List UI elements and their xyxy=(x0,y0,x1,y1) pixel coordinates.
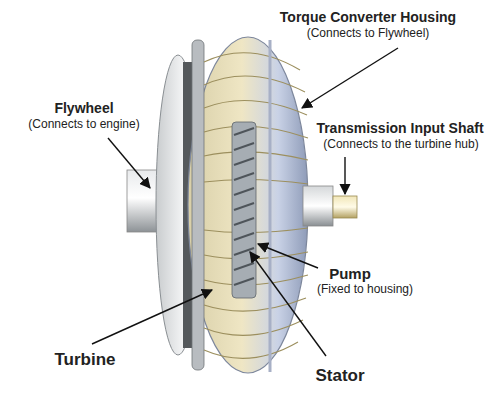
part-label: Pump xyxy=(290,265,410,282)
part-note: (Fixed to housing) xyxy=(300,283,430,297)
part-label: Stator xyxy=(285,366,395,386)
stator-body xyxy=(232,122,256,298)
housing-flange xyxy=(192,40,204,370)
stator-fins xyxy=(234,128,254,285)
part-label: Flywheel xyxy=(24,100,144,116)
housing-shell xyxy=(188,37,308,373)
housing-seam xyxy=(269,40,272,372)
output-collar xyxy=(303,186,333,226)
input-shaft xyxy=(333,196,357,218)
part-label: Turbine xyxy=(30,350,140,370)
part-label: Torque Converter Housing xyxy=(258,9,478,25)
part-note: (Connects to Flywheel) xyxy=(258,27,478,41)
part-note: (Connects to the turbine hub) xyxy=(308,138,494,152)
part-label: Transmission Input Shaft xyxy=(308,120,492,136)
part-note: (Connects to engine) xyxy=(14,118,154,132)
turbine-pump-blades xyxy=(204,53,308,359)
leader-lines xyxy=(92,48,398,356)
